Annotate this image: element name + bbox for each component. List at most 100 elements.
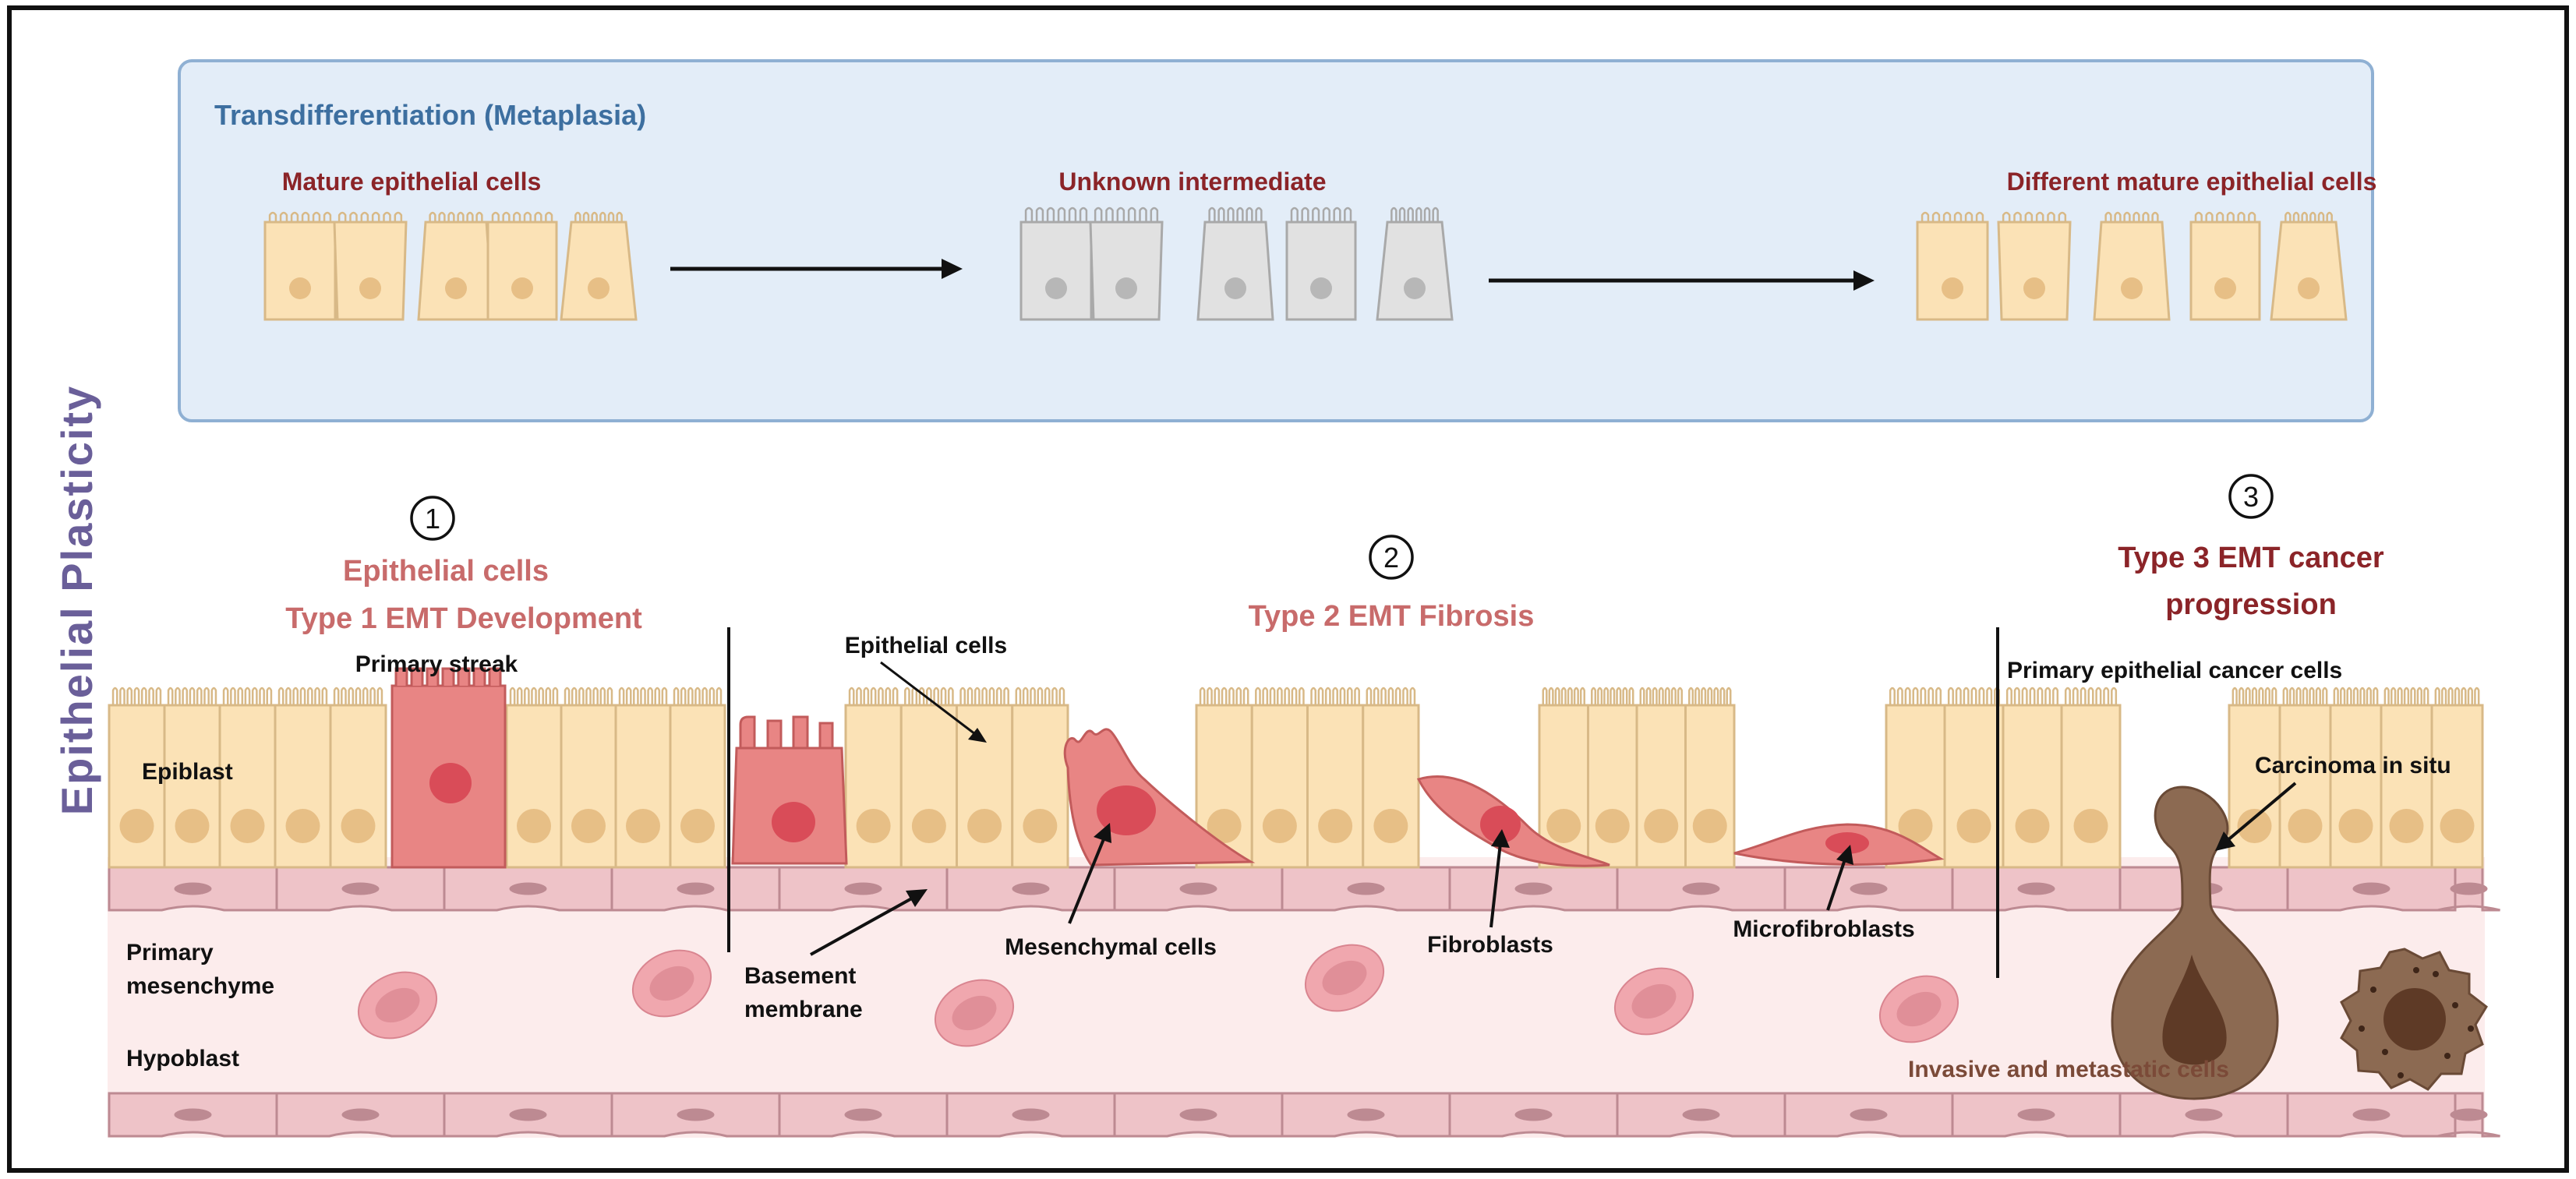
epithelial-microvilli [2064,687,2118,705]
epithelial-nucleus [1956,809,1991,843]
epithelial-microvilli [2231,687,2277,705]
epithelial-cell [560,687,617,869]
epithelial-cell [1195,687,1253,869]
speckle [2452,1002,2458,1008]
panel-cell [333,211,408,321]
panel-title: Transdifferentiation (Metaplasia) [214,99,646,131]
membrane-nucleus [509,882,547,895]
type1-header: 1 Epithelial cells Type 1 EMT Developmen… [285,496,642,635]
epithelial-nucleus [911,809,946,843]
epithelial-nucleus [285,809,320,843]
label-hypoblast: Hypoblast [126,1046,239,1071]
stage-label-mature: Mature epithelial cells [282,168,542,196]
epithelial-microvilli [1199,687,1249,705]
epithelial-nucleus [1546,809,1581,843]
epithelial-microvilli [1889,687,1942,705]
epithelial-cell [1306,687,1365,869]
epithelial-nucleus [1318,809,1353,843]
epithelial-cell [1011,687,1069,869]
epithelial-cell [1587,687,1638,869]
epithelial-microvilli [1688,687,1732,705]
membrane-nucleus [1850,882,1888,895]
panel-cell [2093,211,2171,321]
epithelial-microvilli [2005,687,2059,705]
membrane-nucleus [677,882,715,895]
speckle [2398,1072,2404,1078]
cell-body [1089,221,1164,321]
epithelial-nucleus [1644,809,1679,843]
lower-membrane [108,1092,2500,1138]
epithelial-cell [1885,687,1946,869]
red-blood-cells [357,944,1959,1047]
cell-microvilli [429,211,483,222]
cell-nucleus [445,277,467,299]
epithelial-nucleus [2338,809,2373,843]
membrane-nucleus [1682,1108,1720,1121]
epithelial-cell [899,687,958,869]
epithelial-microvilli [1015,687,1065,705]
invading-cancer-cell [2111,785,2279,1100]
upper-basement-membrane [108,866,2500,912]
epithelial-cell [1943,687,2005,869]
epithelial-nucleus [1207,809,1242,843]
cell-microvilli [1390,207,1439,222]
panel-cell [1089,207,1164,321]
epithelial-cell [2430,687,2484,869]
type2-number: 2 [1383,542,1399,574]
cell-nucleus [289,277,311,299]
membrane-nucleus [1514,1108,1553,1121]
epithelial-microvilli [618,687,668,705]
panel-cell [1019,207,1093,321]
epithelial-nucleus [119,809,154,843]
red-blood-cell [357,971,438,1040]
membrane-nucleus [174,882,212,895]
cell-body [1997,221,2072,321]
emerging-mesenchymal-cell [731,715,848,865]
epithelial-cell [844,687,903,869]
cell-body [1196,221,1274,321]
epithelial-cell [2278,687,2332,869]
epithelial-microvilli [277,687,328,705]
cell-nucleus [588,277,610,299]
epithelial-microvilli [673,687,723,705]
epithelium-row [108,687,2484,869]
membrane-nucleus [2352,1108,2390,1121]
epithelial-cell [956,687,1014,869]
type1-number-circle [410,496,455,541]
cell-microvilli [574,211,623,222]
membrane-nucleus [509,1108,547,1121]
rbc-center [1631,983,1677,1019]
cell-microvilli [1024,207,1088,222]
epithelial-microvilli [1542,687,1585,705]
rbc-center [375,987,420,1023]
label-primary-mesenchyme-1: Primary [126,940,214,965]
epithelial-nucleus [2015,809,2050,843]
cell-nucleus [1404,277,1426,299]
panel-cell [1196,207,1274,321]
metastatic-speckles [2359,967,2474,1078]
cell-body [2189,221,2261,321]
different-cells-group [1916,211,2348,321]
epithelial-microvilli [959,687,1009,705]
epithelial-nucleus [1595,809,1630,843]
panel-cell [2270,211,2348,321]
speckle [2370,987,2376,993]
label-primary-cancer-cells: Primary epithelial cancer cells [2007,658,2342,683]
epithelial-microvilli [848,687,899,705]
membrane-nucleus [844,882,882,895]
epithelial-cell [505,687,563,869]
epithelial-nucleus [1023,809,1058,843]
membrane-nucleus [844,1108,882,1121]
epithelial-microvilli [1947,687,2001,705]
membrane-nucleus [2017,1108,2055,1121]
type2-title: Type 2 EMT Fibrosis [1249,600,1535,633]
epithelial-cell [2060,687,2122,869]
type3-title-line2: progression [2165,588,2337,621]
membrane-nucleus [1682,882,1720,895]
membrane-nucleus [1012,1108,1050,1121]
type3-title-line1: Type 3 EMT cancer [2118,542,2384,574]
side-title: Epithelial Plasticity [52,385,101,815]
epithelial-microvilli [564,687,613,705]
epithelial-nucleus [1262,809,1297,843]
panel-cell [417,211,495,321]
